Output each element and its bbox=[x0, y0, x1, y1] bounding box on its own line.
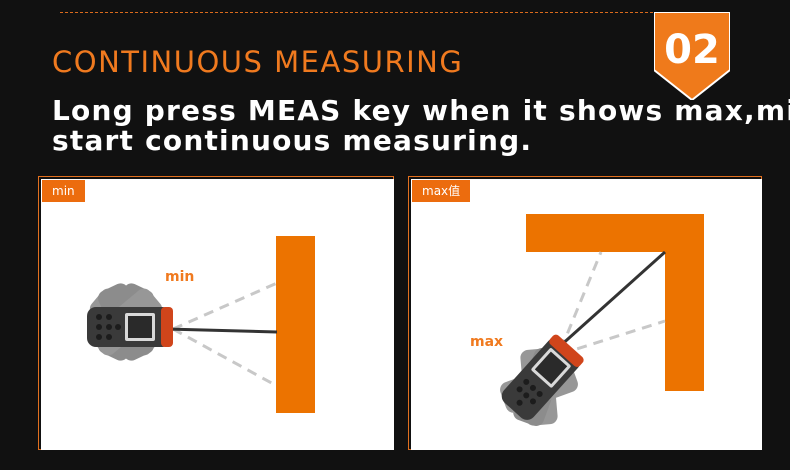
section-title: CONTINUOUS MEASURING bbox=[52, 45, 464, 79]
panel-tag-max: max值 bbox=[412, 180, 471, 202]
max-scene bbox=[500, 214, 704, 426]
min-scene bbox=[87, 236, 315, 413]
badge-shape bbox=[654, 12, 730, 100]
max-label: max bbox=[470, 334, 504, 350]
step-badge: 02 bbox=[654, 12, 730, 100]
min-panel: min min bbox=[38, 176, 394, 450]
badge-number: 02 bbox=[664, 27, 720, 73]
panel-tag-min: min bbox=[42, 180, 85, 202]
description-line-1: Long press MEAS key when it shows max,mi… bbox=[52, 94, 790, 127]
dashed-beam-lower bbox=[172, 327, 278, 388]
top-dashed-rule bbox=[60, 12, 728, 13]
panel-canvas: max bbox=[411, 179, 762, 450]
description: Long press MEAS key when it shows max,mi… bbox=[52, 94, 790, 157]
corner-wall bbox=[526, 214, 704, 391]
panel-canvas: min bbox=[41, 179, 394, 450]
target-wall bbox=[276, 236, 315, 413]
laser-beam bbox=[557, 250, 667, 349]
description-line-2: start continuous measuring. bbox=[52, 124, 533, 157]
max-panel: max max值 bbox=[408, 176, 762, 450]
dashed-beam-upper bbox=[172, 281, 278, 331]
dashed-beam-right bbox=[560, 319, 666, 356]
min-label: min bbox=[165, 269, 195, 285]
rangefinder-device bbox=[501, 334, 584, 420]
dashed-beam-left bbox=[559, 251, 603, 350]
laser-beam bbox=[165, 327, 278, 334]
rangefinder-device bbox=[87, 307, 173, 347]
